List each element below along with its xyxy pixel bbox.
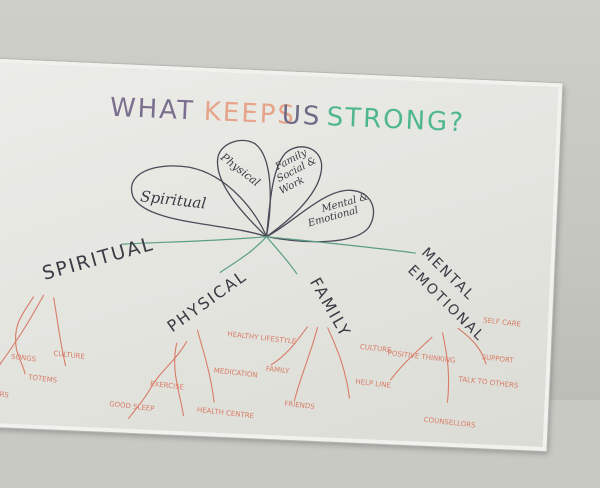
label-culture: CULTURE: [53, 350, 85, 362]
label-friends: FRIENDS: [284, 400, 316, 411]
label-culture-family: CULTURE: [359, 343, 391, 355]
root-mental-a: [441, 332, 450, 403]
whiteboard-drawing: WHAT KEEPS US STRONG? Spiritual Physical…: [0, 93, 522, 430]
branch-physical: PHYSICAL: [163, 266, 250, 336]
root-spiritual-a: [0, 294, 45, 393]
branch-spiritual: SPIRITUAL: [40, 233, 157, 285]
label-family: FAMILY: [265, 365, 290, 376]
whiteboard: WHAT KEEPS US STRONG? Spiritual Physical…: [0, 58, 563, 452]
stem-mental: [266, 236, 416, 254]
label-health-centre: HEALTH CENTRE: [197, 406, 255, 420]
label-healthy-lifestyle: HEALTHY LIFESTYLE: [227, 330, 297, 346]
label-exercise: EXERCISE: [150, 380, 185, 392]
root-family-c: [270, 326, 309, 366]
label-totems: TOTEMS: [27, 373, 58, 384]
title-word-what: WHAT: [109, 93, 195, 127]
label-elders: ELDERS: [0, 388, 10, 399]
petal-spiritual: [130, 165, 268, 238]
petal-diagram: [130, 139, 375, 243]
label-self-care: SELF CARE: [483, 316, 522, 328]
label-medication: MEDICATION: [213, 367, 258, 380]
stem-spiritual: [120, 236, 267, 245]
label-good-sleep: GOOD SLEEP: [109, 400, 155, 413]
label-songs: SONGS: [11, 353, 37, 364]
title-word-strong: STRONG?: [326, 102, 465, 138]
title: WHAT KEEPS US STRONG?: [109, 93, 465, 138]
stem-physical: [219, 236, 267, 274]
root-physical-c: [174, 342, 185, 417]
label-counsellors: COUNSELLORS: [423, 416, 476, 430]
title-word-us: US: [281, 100, 322, 132]
stem-family: [266, 236, 298, 275]
petal-label-spiritual: Spiritual: [139, 187, 207, 212]
petal-physical: [216, 139, 271, 238]
root-family-b: [327, 327, 351, 399]
label-help-line: HELP LINE: [355, 378, 391, 390]
petal-family: [265, 146, 323, 239]
root-mental-c: [457, 327, 487, 365]
petal-mental: [264, 189, 375, 243]
root-mental-b: [389, 336, 433, 381]
label-talk-to-others: TALK TO OTHERS: [457, 375, 519, 390]
root-spiritual-c: [14, 296, 35, 375]
title-word-keeps: KEEPS: [203, 97, 296, 131]
root-family-a: [293, 326, 319, 402]
label-support: SUPPORT: [481, 353, 515, 365]
root-physical-b: [196, 329, 215, 403]
root-spiritual-b: [53, 297, 67, 367]
stem-lines: [120, 236, 416, 275]
branch-family: FAMILY: [306, 274, 355, 341]
root-labels: ELDERS SONGS CULTURE TOTEMS GOOD SLEEP E…: [0, 316, 522, 430]
